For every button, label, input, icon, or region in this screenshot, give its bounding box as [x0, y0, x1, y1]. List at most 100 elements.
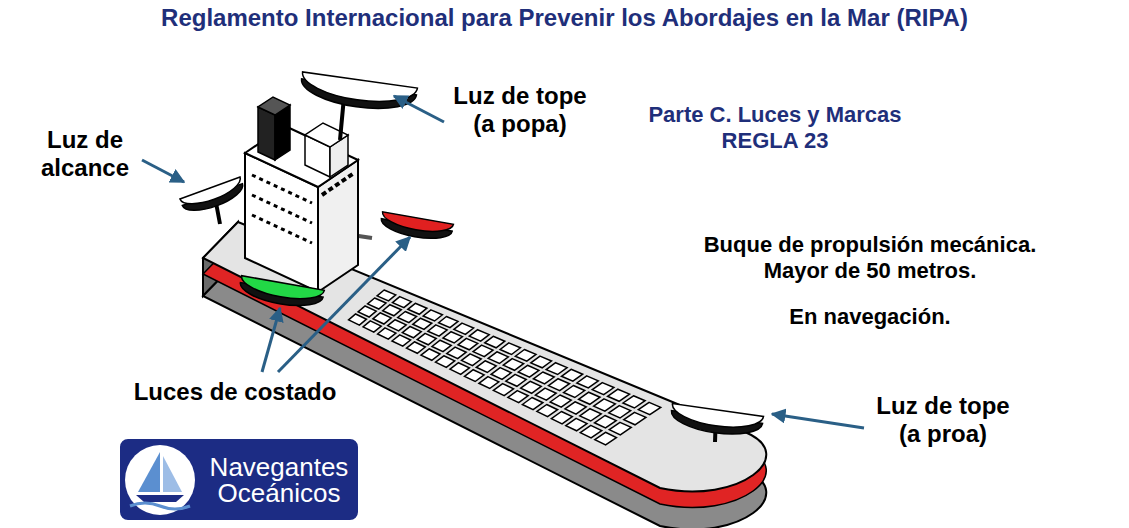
container	[592, 383, 614, 395]
light-sector	[180, 177, 244, 210]
rule-heading: Parte C. Luces y Marcas REGLA 23	[625, 102, 925, 154]
container	[458, 338, 478, 349]
container	[398, 312, 417, 323]
container	[500, 343, 520, 355]
container	[595, 416, 617, 428]
light-label: Luz de tope (a proa)	[868, 392, 1018, 449]
container	[609, 406, 631, 418]
container	[408, 303, 427, 314]
container	[506, 374, 526, 386]
logo-sail	[163, 456, 182, 492]
container	[562, 369, 583, 381]
container	[491, 368, 511, 380]
container	[515, 350, 536, 362]
container	[566, 418, 587, 430]
container	[388, 320, 407, 331]
leader-line	[394, 96, 444, 122]
light-sector	[300, 72, 418, 108]
port-sidelight	[238, 276, 324, 311]
light-sector	[239, 276, 324, 304]
funnel	[258, 107, 275, 160]
container	[402, 327, 421, 338]
container	[450, 363, 469, 375]
container	[349, 314, 367, 325]
container	[594, 399, 616, 411]
leader-line	[772, 414, 864, 428]
container	[508, 391, 528, 403]
container	[609, 422, 631, 435]
container	[479, 377, 499, 389]
window-row	[252, 215, 312, 243]
container	[443, 332, 462, 343]
container	[623, 396, 645, 408]
leader-line	[262, 308, 280, 372]
container	[521, 381, 542, 393]
container	[436, 356, 455, 368]
container	[531, 356, 552, 368]
container	[383, 305, 402, 316]
container	[550, 395, 571, 407]
container	[595, 432, 617, 445]
container	[549, 379, 570, 391]
light-sector	[670, 404, 763, 433]
container	[373, 313, 391, 324]
container	[462, 354, 482, 366]
container	[439, 317, 458, 328]
container	[577, 376, 598, 388]
container	[522, 398, 543, 410]
logo-wave	[130, 503, 190, 509]
light-label: Luz de alcance	[35, 126, 135, 183]
container	[469, 330, 489, 341]
container	[465, 370, 485, 382]
container	[377, 290, 396, 301]
container	[432, 340, 451, 352]
container	[565, 402, 586, 414]
container	[473, 345, 493, 357]
logo-circle	[125, 445, 195, 515]
container	[413, 318, 432, 329]
vessel-description: Buque de propulsión mecánica. Mayor de 5…	[685, 232, 1055, 284]
funnel-top	[258, 97, 290, 115]
container	[476, 361, 496, 373]
container	[546, 363, 567, 375]
container	[638, 402, 660, 414]
container	[579, 392, 600, 404]
light-sector	[380, 212, 453, 236]
container	[580, 425, 601, 438]
container	[454, 323, 474, 334]
container	[503, 359, 523, 371]
logo-text: Navegantes Oceánicos	[204, 454, 354, 506]
container	[392, 335, 411, 346]
diagram-title: Reglamento Internacional para Prevenir l…	[0, 4, 1129, 32]
fore-masthead-light	[669, 404, 763, 440]
container	[488, 352, 508, 364]
logo-hull	[136, 495, 184, 502]
container	[358, 306, 376, 317]
container	[423, 310, 442, 321]
container	[417, 333, 436, 344]
container	[363, 321, 381, 332]
leader-line	[142, 160, 184, 182]
container	[378, 328, 396, 339]
bridge-windows	[322, 173, 354, 195]
light-label: Luces de costado	[95, 378, 375, 406]
stern-light	[180, 177, 247, 217]
container	[564, 386, 585, 398]
container	[493, 384, 513, 396]
container	[421, 349, 440, 361]
container	[393, 297, 412, 308]
container	[624, 412, 646, 424]
container	[407, 342, 426, 354]
container	[533, 372, 554, 384]
container	[447, 347, 466, 359]
container	[551, 412, 572, 424]
container	[518, 365, 539, 377]
light-label: Luz de tope (a popa)	[450, 82, 590, 139]
vessel-status: En navegación.	[685, 304, 1055, 330]
aft-masthead-light	[299, 72, 418, 115]
container	[368, 298, 386, 309]
container-rows	[349, 290, 661, 445]
logo-sail	[138, 452, 160, 492]
leader-line	[278, 237, 410, 372]
